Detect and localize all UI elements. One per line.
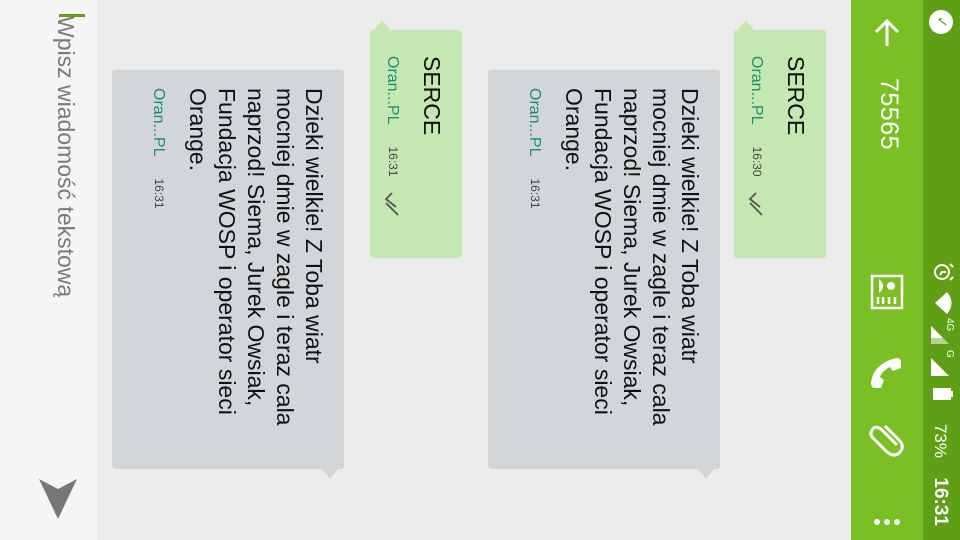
bubble-tail (374, 20, 390, 30)
alarm-icon (927, 262, 954, 282)
bubble-tail (322, 469, 338, 479)
network-g-label: G (944, 350, 956, 358)
message-bubble-outgoing[interactable]: SERCE Oran...PL 16:30 (734, 20, 826, 258)
back-button[interactable] (865, 12, 909, 56)
message-meta: Oran...PL 16:30 (742, 56, 771, 232)
status-icons: 4G G (927, 262, 956, 400)
message-time: 16:30 (750, 146, 764, 177)
wifi-icon (929, 292, 952, 314)
arrow-back-icon (874, 18, 900, 46)
attach-button[interactable] (865, 416, 909, 460)
battery-icon (928, 388, 953, 400)
send-button[interactable] (35, 477, 81, 521)
battery-percent: 73% (931, 423, 950, 458)
message-meta: Oran...PL 16:31 (144, 88, 173, 449)
delivered-check-icon (385, 191, 400, 216)
message-time: 16:31 (152, 178, 166, 209)
status-time: 16:31 (930, 477, 951, 526)
message-input[interactable] (45, 14, 87, 438)
contact-card-icon (870, 274, 904, 310)
message-bubble-incoming[interactable]: Dzieki wielkie! Z Toba wiatr mocniej dmi… (488, 70, 720, 479)
message-time: 16:31 (528, 178, 542, 209)
compose-bar (0, 0, 97, 540)
call-button[interactable] (865, 352, 909, 396)
paperclip-icon (869, 424, 904, 457)
app-notification-icon: ✓ (929, 10, 953, 34)
delivered-check-icon (749, 191, 764, 216)
phone-icon (871, 358, 901, 388)
message-sender: Oran...PL (150, 88, 167, 157)
signal-g-icon: G (930, 350, 956, 378)
message-time: 16:31 (386, 146, 400, 177)
overflow-menu-icon (874, 519, 900, 525)
status-bar: ✓ 4G G 73% 16:31 (923, 0, 960, 540)
message-sender: Oran...PL (748, 56, 765, 125)
message-sender: Oran...PL (384, 56, 401, 125)
network-4g-label: 4G (944, 318, 956, 332)
conversation-title: 75565 (875, 78, 903, 151)
message-meta: Oran...PL 16:31 (520, 88, 549, 449)
overflow-menu-button[interactable] (865, 510, 909, 534)
send-icon (39, 479, 77, 519)
bubble-tail (698, 469, 714, 479)
message-text: Dzieki wielkie! Z Toba wiatr mocniej dmi… (561, 88, 703, 426)
conversation-toolbar: 75565 (851, 0, 923, 540)
message-meta: Oran...PL 16:31 (378, 56, 407, 232)
message-bubble-outgoing[interactable]: SERCE Oran...PL 16:31 (370, 20, 462, 258)
message-text: SERCE (419, 56, 445, 136)
message-sender: Oran...PL (526, 88, 543, 157)
signal-4g-icon: 4G (930, 318, 956, 346)
message-text: SERCE (783, 56, 809, 136)
message-text: Dzieki wielkie! Z Toba wiatr mocniej dmi… (185, 88, 327, 426)
message-bubble-incoming[interactable]: Dzieki wielkie! Z Toba wiatr mocniej dmi… (112, 70, 344, 479)
contact-card-button[interactable] (865, 270, 909, 314)
bubble-tail (738, 20, 754, 30)
